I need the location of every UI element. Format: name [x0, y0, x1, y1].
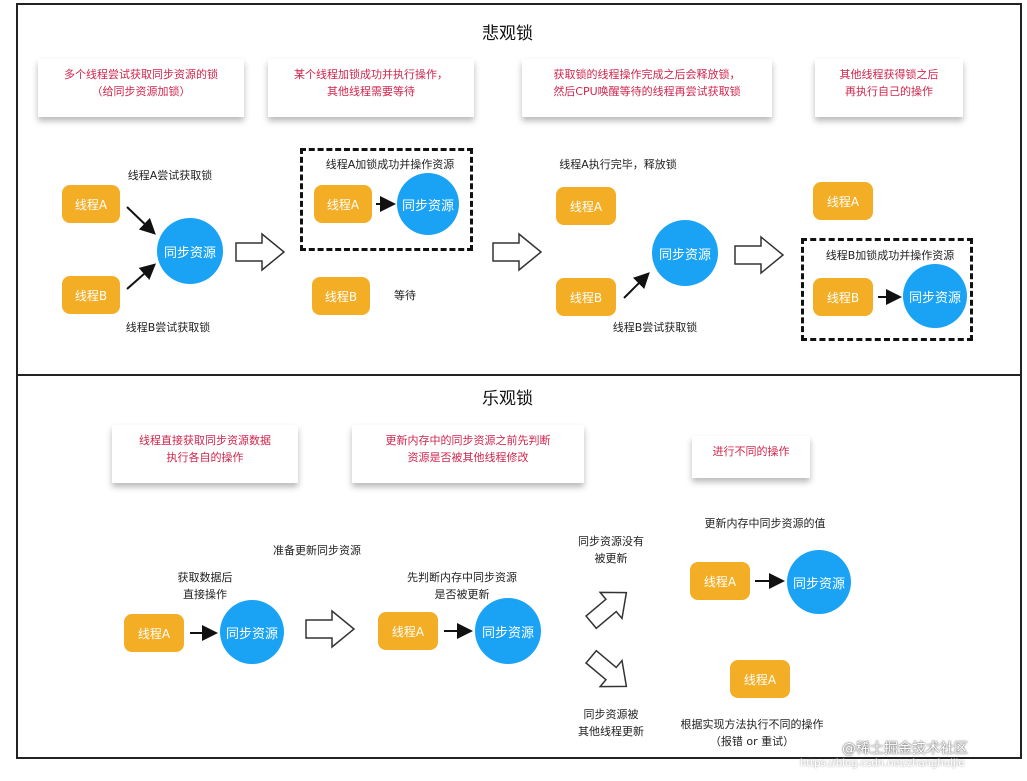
watermark-url: https://blog.csdn.net/zhanghuijie [800, 758, 965, 769]
opt-step2-top-label: 准备更新同步资源 [273, 544, 361, 557]
step1-thread-a: 线程A [62, 185, 120, 223]
step2-thread-a: 线程A [314, 185, 372, 223]
result-update-label: 更新内存中同步资源的值 [704, 517, 826, 530]
opt-step2-resource: 同步资源 [475, 598, 541, 664]
block-arrow-4 [305, 609, 356, 649]
result-resource: 同步资源 [787, 550, 851, 614]
block-arrow-2 [492, 232, 543, 272]
branch-updated-label: 同步资源被 其他线程更新 [578, 708, 644, 738]
pessimistic-note-3: 获取锁的线程操作完成之后会释放锁， 然后CPU唤醒等待的线程再尝试获取锁 [522, 59, 772, 117]
step2-resource: 同步资源 [397, 173, 459, 235]
step4-thread-b: 线程B [813, 278, 873, 316]
arrow-step3-b [623, 272, 650, 299]
pessimistic-note-2: 某个线程加锁成功并执行操作， 其他线程需要等待 [268, 59, 474, 117]
opt-step1-label: 获取数据后 直接操作 [177, 571, 233, 601]
step3-thread-b-label: 线程B尝试获取锁 [612, 321, 698, 334]
step3-thread-a: 线程A [556, 187, 616, 225]
block-arrow-up [584, 591, 628, 630]
step3-resource: 同步资源 [652, 220, 718, 286]
opt-step1-thread-a: 线程A [124, 614, 184, 652]
optimistic-note-2: 更新内存中的同步资源之前先判断 资源是否被其他线程修改 [352, 425, 584, 483]
step3-thread-b: 线程B [556, 278, 616, 316]
optimistic-note-3: 进行不同的操作 [692, 436, 810, 478]
opt-step2-thread-a: 线程A [378, 612, 438, 650]
step4-resource: 同步资源 [903, 264, 967, 328]
step1-thread-b: 线程B [62, 276, 120, 314]
branch-not-updated-label: 同步资源没有 被更新 [578, 535, 644, 565]
step1-thread-b-label: 线程B尝试获取锁 [125, 321, 211, 334]
step2-wait-label: 等待 [394, 289, 416, 302]
result-other-label: 根据实现方法执行不同的操作 （报错 or 重试） [680, 718, 824, 748]
opt-step2-label: 先判断内存中同步资源 是否被更新 [407, 571, 517, 601]
step4-thread-a: 线程A [813, 182, 873, 220]
arrow-b-to-resource [126, 263, 156, 290]
step4-lock-box [801, 238, 973, 341]
step1-thread-a-label: 线程A尝试获取锁 [127, 169, 213, 182]
result-thread-a-bottom: 线程A [730, 660, 790, 698]
pessimistic-note-1: 多个线程尝试获取同步资源的锁 （给同步资源加锁） [38, 59, 244, 117]
opt-step1-resource: 同步资源 [220, 600, 284, 664]
block-arrow-1 [235, 232, 286, 272]
optimistic-note-1: 线程直接获取同步资源数据 执行各自的操作 [112, 425, 298, 483]
block-arrow-3 [734, 235, 785, 275]
pessimistic-note-4: 其他线程获得锁之后 再执行自己的操作 [815, 59, 963, 117]
watermark: @稀土掘金技术社区 [842, 741, 968, 757]
block-arrow-down [584, 649, 628, 688]
optimistic-title: 乐观锁 [482, 389, 533, 409]
arrow-a-to-resource [126, 206, 156, 235]
step3-thread-a-label: 线程A执行完毕，释放锁 [559, 158, 677, 171]
step2-lock-box [300, 148, 473, 251]
step4-box-label: 线程B加锁成功并操作资源 [825, 249, 955, 262]
result-thread-a-top: 线程A [690, 562, 750, 600]
pessimistic-title: 悲观锁 [482, 24, 533, 44]
step1-resource: 同步资源 [157, 218, 223, 284]
step2-thread-b: 线程B [312, 277, 370, 315]
step2-box-label: 线程A加锁成功并操作资源 [325, 158, 455, 171]
